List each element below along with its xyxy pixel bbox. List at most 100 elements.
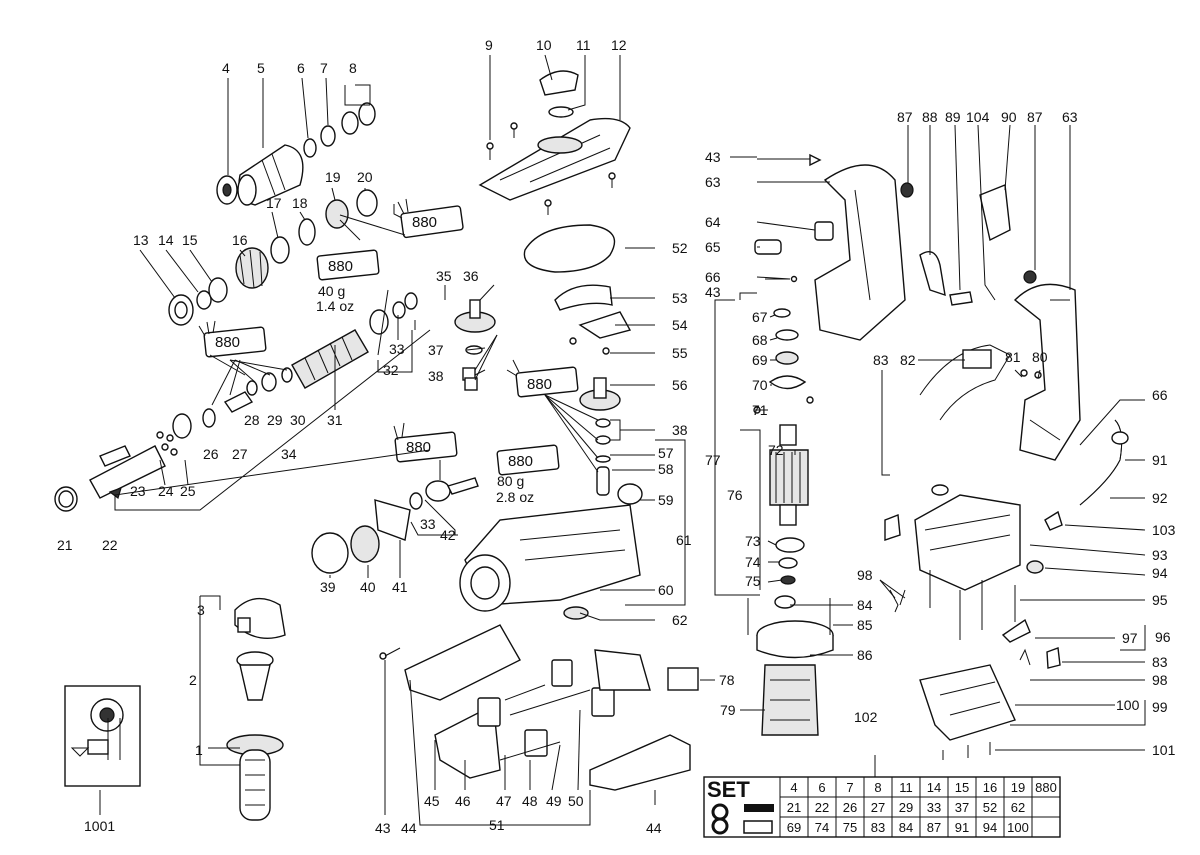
part-label-86: 86 — [857, 647, 873, 663]
part-label-68: 68 — [752, 332, 768, 348]
part-label-73: 73 — [745, 533, 761, 549]
part-label-9: 9 — [485, 37, 493, 53]
part-label-100: 100 — [1116, 697, 1140, 713]
set-table-cell: 29 — [899, 800, 913, 815]
part-label-102: 102 — [854, 709, 878, 725]
part-label-78: 78 — [719, 672, 735, 688]
part-label-15: 15 — [182, 232, 198, 248]
set-table-cell: 87 — [927, 820, 941, 835]
top-cover-assembly — [454, 70, 643, 505]
part-label-12: 12 — [611, 37, 627, 53]
part-label-38b: 38 — [672, 422, 688, 438]
part-label-49: 49 — [546, 793, 562, 809]
part-label-45: 45 — [424, 793, 440, 809]
part-label-96: 96 — [1155, 629, 1171, 645]
part-label-52: 52 — [672, 240, 688, 256]
set-table-cell: 21 — [787, 800, 801, 815]
grease-tube-3: 880 — [198, 320, 267, 358]
set-table-cell: 8 — [874, 780, 881, 795]
part-label-70: 70 — [752, 377, 768, 393]
svg-text:880: 880 — [406, 439, 431, 456]
part-label-66b: 66 — [1152, 387, 1168, 403]
part-label-77: 77 — [705, 452, 721, 468]
svg-text:880: 880 — [328, 258, 353, 275]
part-label-69: 69 — [752, 352, 768, 368]
part-label-19: 19 — [325, 169, 341, 185]
part-label-5: 5 — [257, 60, 265, 76]
part-label-90: 90 — [1001, 109, 1017, 125]
part-label-3: 3 — [197, 602, 205, 618]
svg-text:880: 880 — [412, 214, 437, 231]
part-label-41: 41 — [392, 579, 408, 595]
part-label-43b: 43 — [705, 284, 721, 300]
part-label-58: 58 — [658, 461, 674, 477]
part-label-57: 57 — [658, 445, 674, 461]
part-label-26: 26 — [203, 446, 219, 462]
part-label-10: 10 — [536, 37, 552, 53]
part-label-24: 24 — [158, 483, 174, 499]
part-label-87b: 87 — [1027, 109, 1043, 125]
part-label-33b: 33 — [420, 516, 436, 532]
part-label-17: 17 — [266, 195, 282, 211]
part-label-7: 7 — [320, 60, 328, 76]
part-label-59: 59 — [658, 492, 674, 508]
part-label-104: 104 — [966, 109, 990, 125]
part-label-44a: 44 — [401, 820, 417, 836]
set-table-cell: 62 — [1011, 800, 1025, 815]
part-label-48: 48 — [522, 793, 538, 809]
part-label-43c: 43 — [375, 820, 391, 836]
set-table-cell: 27 — [871, 800, 885, 815]
part-label-11: 11 — [576, 37, 591, 53]
set-table-cell: 84 — [899, 820, 913, 835]
part-label-51: 51 — [489, 817, 505, 833]
part-label-39: 39 — [320, 579, 336, 595]
part-label-23: 23 — [130, 483, 146, 499]
part-label-16: 16 — [232, 232, 248, 248]
part-label-25: 25 — [180, 483, 196, 499]
part-label-99: 99 — [1152, 699, 1168, 715]
leader-lines — [99, 54, 1146, 826]
part-labels: 4 5 6 7 8 9 10 11 12 13 14 15 16 17 18 1… — [57, 37, 1176, 836]
part-label-4: 4 — [222, 60, 230, 76]
part-label-93: 93 — [1152, 547, 1168, 563]
part-label-83a: 83 — [873, 352, 889, 368]
part-label-44b: 44 — [646, 820, 662, 836]
set-table-cell: 4 — [790, 780, 797, 795]
part-label-63b: 63 — [1062, 109, 1078, 125]
part-label-55: 55 — [672, 345, 688, 361]
part-label-30: 30 — [290, 412, 306, 428]
set-table-cell: 69 — [787, 820, 801, 835]
case-1001 — [64, 685, 141, 787]
part-label-6: 6 — [297, 60, 305, 76]
part-label-97: 97 — [1122, 630, 1138, 646]
svg-text:880: 880 — [527, 376, 552, 393]
part-label-85: 85 — [857, 617, 873, 633]
motor-column — [747, 153, 834, 736]
rear-handle-assembly — [814, 164, 1129, 531]
part-label-63a: 63 — [705, 174, 721, 190]
part-label-60: 60 — [658, 582, 674, 598]
part-label-67: 67 — [752, 309, 768, 325]
part-label-94: 94 — [1152, 565, 1168, 581]
part-label-27: 27 — [232, 446, 248, 462]
part-label-81: 81 — [1005, 349, 1021, 365]
grease-tube-6: 880 — [496, 444, 560, 476]
set-table-cell: 880 — [1035, 780, 1057, 795]
set-table-cell: 52 — [983, 800, 997, 815]
part-label-83b: 83 — [1152, 654, 1168, 670]
part-label-22: 22 — [102, 537, 118, 553]
grease-tube-2: 880 — [316, 249, 380, 281]
part-label-91: 91 — [1152, 452, 1168, 468]
part-label-36: 36 — [463, 268, 479, 284]
grease-amount-a-oz: 1.4 oz — [316, 298, 354, 314]
set-table-cell: 11 — [899, 780, 913, 795]
part-label-50: 50 — [568, 793, 584, 809]
grease-amount-b-oz: 2.8 oz — [496, 489, 534, 505]
part-label-76: 76 — [727, 487, 743, 503]
part-label-14: 14 — [158, 232, 174, 248]
part-label-2: 2 — [189, 672, 197, 688]
part-label-37: 37 — [428, 342, 444, 358]
set-table-cell: 19 — [1011, 780, 1025, 795]
set-title: SET — [707, 777, 750, 802]
